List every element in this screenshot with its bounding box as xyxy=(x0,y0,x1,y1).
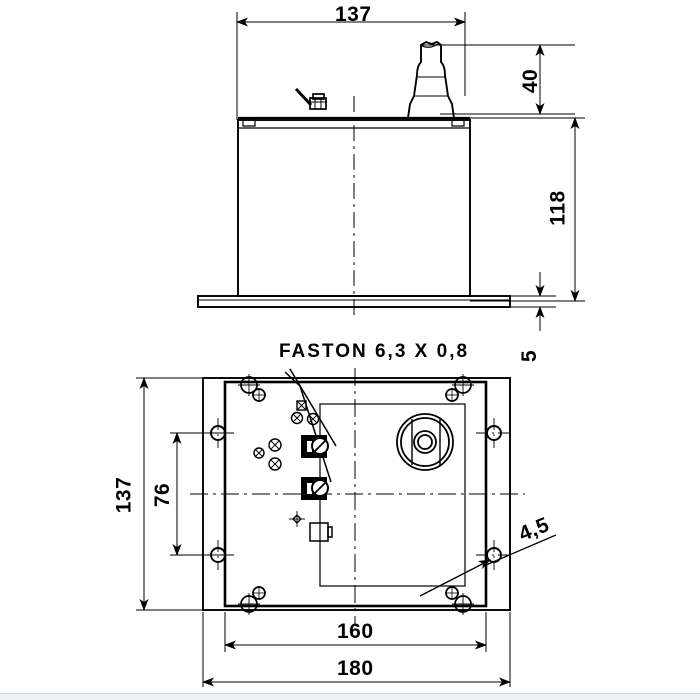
dimension-76 xyxy=(170,432,222,556)
component-symbol xyxy=(253,447,265,459)
component-symbol xyxy=(296,400,307,411)
dimension-40 xyxy=(420,44,575,115)
lever-fitting xyxy=(294,87,327,110)
plan-view xyxy=(190,368,525,625)
faston-terminal xyxy=(301,477,329,500)
dimension-label-137-plan: 137 xyxy=(112,476,136,514)
dimension-137-plan xyxy=(136,377,205,611)
dimension-label-118: 118 xyxy=(546,190,570,226)
dimension-4-5-leader xyxy=(419,534,557,597)
component-symbol xyxy=(268,457,282,471)
corner-screw xyxy=(445,374,474,402)
component-symbol xyxy=(268,438,282,452)
connector-block xyxy=(309,522,333,542)
corner-screw xyxy=(445,586,474,615)
cap-profile xyxy=(407,40,455,119)
dimension-label-76: 76 xyxy=(151,482,175,508)
dimension-5 xyxy=(510,272,556,331)
bottom-border xyxy=(0,693,700,700)
cap-underside xyxy=(396,413,454,471)
dimension-label-180: 180 xyxy=(337,657,374,680)
dimension-label-5: 5 xyxy=(518,349,542,363)
dimension-160 xyxy=(224,612,487,652)
dimension-label-40: 40 xyxy=(519,68,543,94)
component-symbol xyxy=(290,411,304,425)
component-symbol xyxy=(289,511,305,527)
faston-note-label: FASTON 6,3 X 0,8 xyxy=(279,341,470,362)
corner-screw xyxy=(238,586,266,615)
faston-terminal xyxy=(301,435,329,458)
dimension-label-137-top: 137 xyxy=(335,3,372,26)
component-symbol xyxy=(306,412,320,426)
faston-leader xyxy=(284,368,337,483)
dimension-118 xyxy=(470,117,585,302)
dimension-180 xyxy=(202,612,511,687)
dimension-label-160: 160 xyxy=(337,620,374,643)
dimension-137-top xyxy=(236,12,466,120)
corner-screw xyxy=(238,374,266,402)
mounting-hole xyxy=(476,418,514,448)
